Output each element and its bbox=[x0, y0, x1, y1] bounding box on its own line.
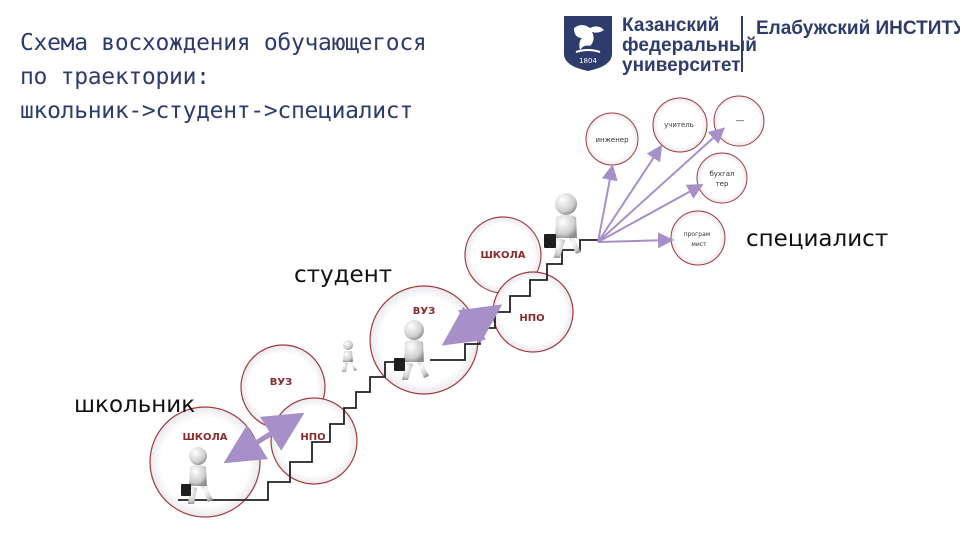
stairs-lower bbox=[178, 361, 400, 501]
logo-divider bbox=[741, 16, 743, 72]
profession-circles: инженер учитель — бухгал тер програм мис… bbox=[585, 95, 765, 266]
label-specialist: специалист bbox=[746, 226, 889, 252]
label-student: студент bbox=[294, 262, 393, 288]
institute-name: Елабужский ИНСТИТУТ bbox=[756, 18, 960, 39]
programmer-circle bbox=[670, 210, 726, 266]
university-name: Казанский федеральный университет bbox=[622, 16, 757, 76]
university-name-line-2: федеральный bbox=[622, 35, 757, 56]
dash-label: — bbox=[736, 116, 745, 126]
engineer-label: инженер bbox=[595, 136, 629, 144]
slide-title-line-2: по траектории: bbox=[20, 64, 210, 90]
person-figure-specialist-icon bbox=[544, 193, 581, 258]
accountant-label-2: тер bbox=[716, 180, 729, 188]
npo-label-2: НПО bbox=[519, 313, 544, 324]
school-label-2: ШКОЛА bbox=[480, 250, 525, 261]
profession-arrows bbox=[597, 127, 725, 249]
university-name-line-3: университет bbox=[622, 55, 741, 76]
programmer-label-1: програм bbox=[684, 231, 711, 238]
label-schoolboy: школьник bbox=[74, 392, 196, 418]
kfu-emblem-icon: 1804 bbox=[564, 16, 612, 71]
dash-circle bbox=[713, 95, 765, 147]
emblem-year: 1804 bbox=[579, 57, 597, 65]
slide-title-line-3: школьник->студент->специалист bbox=[20, 98, 413, 124]
programmer-label-2: мист bbox=[691, 241, 707, 248]
accountant-label-1: бухгал bbox=[709, 170, 734, 178]
accountant-circle bbox=[696, 152, 748, 204]
person-figure-student-icon bbox=[394, 320, 429, 380]
kfu-logo: 1804 Казанский федеральный университет Е… bbox=[560, 14, 960, 76]
double-arrow-1 bbox=[223, 412, 305, 464]
vuz-label-1: ВУЗ bbox=[270, 377, 292, 388]
school-label-1: ШКОЛА bbox=[182, 432, 227, 443]
vuz-label-2: ВУЗ bbox=[413, 306, 435, 317]
person-figure-small-icon bbox=[342, 340, 357, 372]
double-arrow-2 bbox=[441, 304, 503, 346]
teacher-circle bbox=[652, 97, 708, 153]
npo-label-1: НПО bbox=[300, 432, 325, 443]
university-name-line-1: Казанский bbox=[622, 15, 720, 36]
person-figure-schoolboy-icon bbox=[181, 447, 213, 504]
slide-title-line-1: Схема восхождения обучающегося bbox=[20, 30, 427, 56]
teacher-label: учитель bbox=[664, 121, 694, 129]
